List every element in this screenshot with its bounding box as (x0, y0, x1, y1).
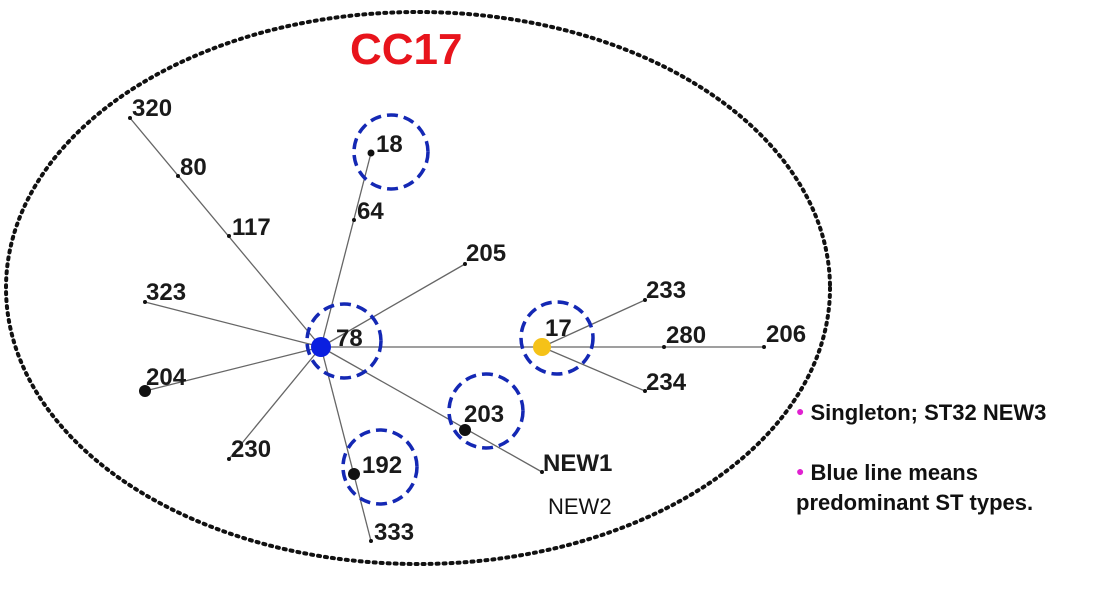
highlight-ring-78 (305, 302, 383, 380)
node-label-192: 192 (362, 452, 402, 479)
node-323 (143, 300, 147, 304)
highlight-ring-203 (447, 372, 525, 450)
note-blue-line-text-2: predominant ST types. (796, 490, 1034, 515)
node-234 (643, 389, 647, 393)
node-label-205: 205 (466, 240, 506, 267)
labels-layer: 78 17 18 203 192 320 80 117 64 205 323 204 230 333 NEW… (132, 95, 806, 546)
edge-78-205 (320, 263, 466, 348)
edge-17-234 (541, 346, 646, 392)
node-206 (762, 345, 766, 349)
node-205 (463, 262, 467, 266)
highlight-rings-layer (305, 113, 595, 506)
node-203 (459, 424, 471, 436)
node-label-230: 230 (231, 436, 271, 463)
node-label-64: 64 (357, 198, 384, 225)
node-label-new2: NEW2 (548, 494, 612, 519)
note-singleton-text: Singleton; ST32 NEW3 (810, 400, 1047, 425)
edge-78-NEW1 (320, 346, 543, 473)
node-label-204: 204 (146, 364, 187, 391)
node-new1 (540, 470, 544, 474)
note-blue-line-text-1: Blue line means (810, 460, 978, 485)
node-label-new1: NEW1 (543, 450, 612, 477)
node-label-320: 320 (132, 95, 172, 122)
edge-78-320 (129, 117, 322, 348)
node-label-17: 17 (545, 315, 572, 342)
node-label-117: 117 (232, 214, 271, 241)
node-label-80: 80 (180, 154, 207, 181)
node-233 (643, 298, 647, 302)
highlight-ring-17 (519, 300, 595, 376)
node-label-333: 333 (374, 519, 414, 546)
node-label-203: 203 (464, 401, 504, 428)
node-label-18: 18 (376, 131, 403, 158)
node-192 (348, 468, 360, 480)
nodes-layer (128, 116, 766, 543)
node-18 (367, 149, 375, 157)
node-label-206: 206 (766, 321, 806, 348)
edge-78-204 (144, 346, 322, 392)
node-label-280: 280 (666, 322, 706, 349)
node-117 (227, 234, 231, 238)
node-label-323: 323 (146, 279, 186, 306)
node-label-234: 234 (646, 369, 687, 396)
note-blue-line: ● Blue line means predominant ST types. (796, 456, 1033, 518)
edge-17-233 (541, 299, 646, 348)
node-label-78: 78 (336, 325, 363, 352)
node-230 (227, 457, 231, 461)
clonal-complex-boundary (4, 10, 832, 566)
node-label-233: 233 (646, 277, 686, 304)
node-280 (662, 345, 666, 349)
node-204 (139, 385, 151, 397)
node-64 (352, 218, 356, 222)
node-333 (369, 539, 373, 543)
edge-78-333 (320, 346, 372, 542)
bullet-icon: ● (796, 403, 805, 419)
node-80 (176, 174, 180, 178)
node-78 (311, 337, 331, 357)
edge-78-230 (228, 346, 322, 460)
diagram-title: CC17 (350, 25, 463, 74)
highlight-ring-192 (341, 428, 419, 506)
node-17 (533, 338, 551, 356)
edge-78-18 (320, 152, 372, 348)
node-320 (128, 116, 132, 120)
edge-78-323 (144, 301, 322, 348)
note-singleton: ● Singleton; ST32 NEW3 (796, 396, 1046, 428)
bullet-icon: ● (796, 463, 805, 479)
edges-layer (129, 117, 764, 542)
highlight-ring-18 (352, 113, 430, 191)
